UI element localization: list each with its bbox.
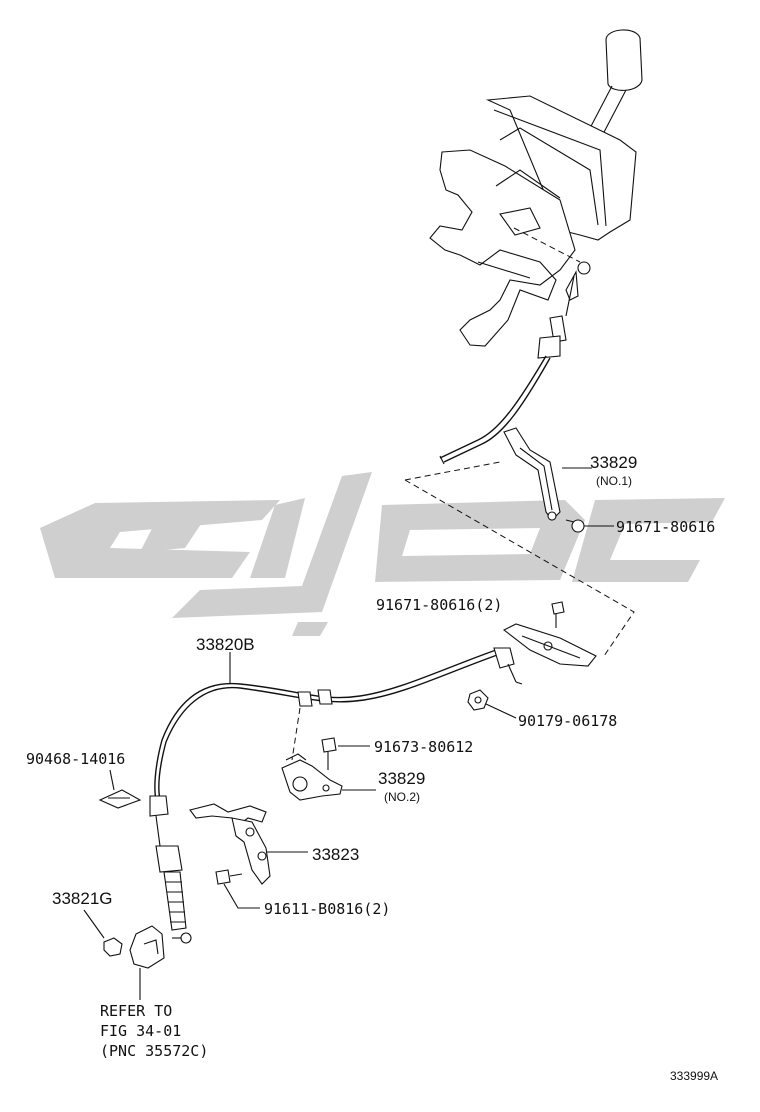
main-cable-33820b <box>154 647 523 801</box>
label-33829-no1-sub: (NO.1) <box>596 474 632 488</box>
bracket-no2 <box>281 753 343 801</box>
label-33821g: 33821G <box>52 889 113 908</box>
label-33829-no2-sub: (NO.2) <box>384 790 420 804</box>
label-33820b: 33820B <box>196 635 255 654</box>
figure-code: 333999A <box>670 1069 718 1083</box>
bolt-91611 <box>215 869 243 885</box>
transmission-lever-ref <box>129 925 165 969</box>
upper-cable <box>439 355 547 459</box>
bolt-91673 <box>321 737 337 770</box>
label-91671-80616: 91671-80616 <box>616 518 715 536</box>
label-91611-b0816-2: 91611-B0816(2) <box>264 900 390 918</box>
label-91671-80616-2: 91671-80616(2) <box>376 596 502 614</box>
label-33829-no2: 33829 <box>378 769 425 788</box>
watermark-logo <box>40 472 725 636</box>
label-90179-06178: 90179-06178 <box>518 712 617 730</box>
label-33829-no1: 33829 <box>590 453 637 472</box>
bracket-33823 <box>189 803 271 885</box>
refer-line-3: (PNC 35572C) <box>100 1042 208 1060</box>
clip-90468 <box>98 789 142 809</box>
leader-dashed-main <box>404 461 635 657</box>
refer-line-1: REFER TO <box>100 1002 172 1020</box>
label-90468-14016: 90468-14016 <box>26 750 125 768</box>
nut-33821g <box>103 937 123 957</box>
shift-lever-assembly <box>429 29 643 359</box>
label-91673-80612: 91673-80612 <box>374 738 473 756</box>
cable-end-transmission <box>149 795 192 944</box>
shifter-plate <box>502 623 597 667</box>
bracket-no1 <box>503 427 561 521</box>
refer-line-2: FIG 34-01 <box>100 1022 181 1040</box>
bolt-91671-lower <box>551 601 565 628</box>
label-33823: 33823 <box>312 845 359 864</box>
nut-90179 <box>467 689 489 711</box>
